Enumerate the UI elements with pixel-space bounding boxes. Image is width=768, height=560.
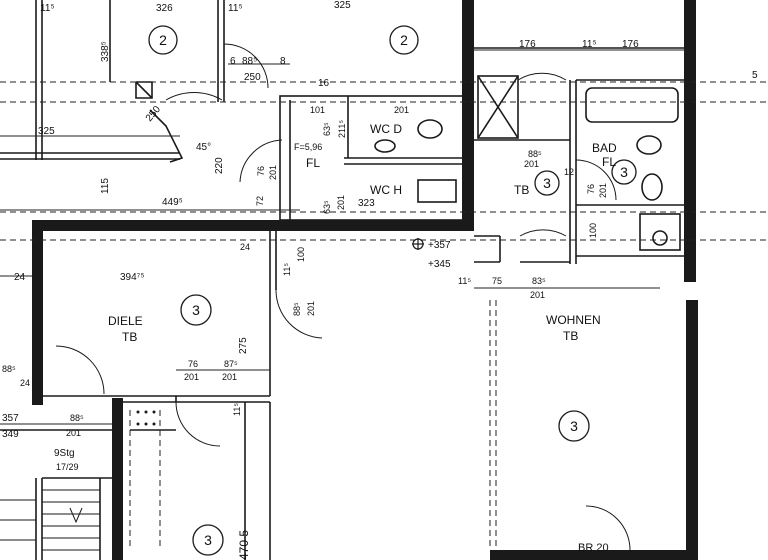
margin-5: 5 [752,70,758,81]
dim-88-5-d: 88⁵ [70,413,84,423]
category-bottom: 3 [204,532,212,548]
dim-88-5-bad: 88⁵ [528,149,542,159]
category-top-left: 2 [159,32,167,48]
dim-326: 326 [156,3,173,14]
dim-325-top: 325 [334,0,351,11]
dim-349: 349 [2,429,19,440]
dim-220: 220 [214,157,225,174]
dim-63-5: 63⁵ [322,122,332,136]
room-label-tb: TB [514,183,529,197]
elevation-marker [412,238,424,250]
dim-17-29: 17/29 [56,462,79,472]
thick-walls [32,0,698,560]
dim-101: 101 [310,105,325,115]
dim-76-bad: 76 [586,184,596,194]
dim-201-bad2: 201 [598,183,608,198]
dim-24-b: 24 [14,272,26,283]
dim-338: 338⁵ [100,41,111,62]
room-label-wc-d: WC D [370,122,402,136]
dim-88-5-top: 88⁵ [242,56,257,67]
room-sub-diele: TB [122,330,137,344]
dim-201-bad: 201 [524,159,539,169]
dim-201-e: 201 [306,301,316,316]
dim-250-top: 250 [244,72,261,83]
dim-176-b: 176 [622,39,639,50]
dim-8: 8 [280,56,286,67]
fixture-dots [136,410,156,426]
dim-87-5: 87⁵ [224,359,238,369]
dashed-lines [0,81,768,550]
dim-357: 357 [2,413,19,424]
room-label-fl: FL [306,156,320,170]
dim-76-b: 76 [188,359,198,369]
dim-83-5: 83⁵ [532,276,546,286]
room-label-bad: BAD [592,141,617,155]
category-top-mid: 2 [400,32,408,48]
dim-11-5-b: 11⁵ [228,3,243,14]
dim-201-f: 201 [184,372,199,382]
dim-201-d: 201 [530,290,545,300]
room-labels: DIELE TB WOHNEN TB BAD FL WC D WC H FL F… [108,122,617,554]
category-diele: 3 [192,302,200,318]
room-label-wohnen: WOHNEN [546,313,601,327]
dim-449: 449⁵ [162,197,183,208]
dim-115: 115 [100,178,111,194]
room-sub-bad: FL [602,155,616,169]
room-label-br: BR 20 [578,542,609,554]
thin-walls [0,0,686,560]
dim-11-5-c: 11⁵ [582,39,597,50]
dim-201-b: 201 [268,165,278,180]
dim-75: 75 [492,276,502,286]
dim-11-5-f: 11⁵ [232,403,242,416]
dim-11-5-d: 11⁵ [282,263,292,276]
elevation-345: +345 [428,259,451,270]
dim-201-g: 201 [222,372,237,382]
dim-11-5-a: 11⁵ [40,3,55,14]
door-swings [55,43,631,551]
dim-201-a: 201 [394,105,409,115]
dim-323: 323 [358,198,375,209]
dim-72: 72 [255,196,265,206]
dim-100-bad: 100 [588,223,598,238]
dim-470: 470 5 [237,530,251,560]
room-label-diele: DIELE [108,314,143,328]
dim-11-5-e: 11⁵ [458,276,471,286]
dim-176-a: 176 [519,39,536,50]
room-category-numbers: 2 2 3 3 3 3 3 [159,32,628,548]
dim-100: 100 [296,247,306,262]
category-bad: 3 [620,164,628,180]
dim-211-5: 211⁵ [337,120,347,138]
dim-24-a: 24 [240,242,250,252]
dim-12: 12 [564,167,574,177]
room-label-wc-h: WC H [370,183,402,197]
dim-16: 16 [318,78,330,89]
dim-325: 325 [38,126,55,137]
room-sub-wohnen: TB [563,329,578,343]
dim-275: 275 [238,337,249,354]
elevation-357: +357 [428,240,451,251]
dim-88-5-e: 88⁵ [2,364,16,374]
room-markers [148,25,637,556]
room-area-fl: F=5,96 [294,142,322,152]
dim-6: 6 [230,56,236,67]
dim-76-a: 76 [256,166,266,176]
category-wohnen: 3 [570,418,578,434]
dim-88-5-c: 88⁵ [292,302,302,316]
category-tb: 3 [543,175,551,191]
dimension-lines [0,49,686,425]
stairs [0,489,100,551]
dim-201-c: 201 [336,195,346,210]
dim-63-5-b: 63⁵ [322,200,332,214]
dim-24-c: 24 [20,378,30,388]
dim-9stg: 9Stg [54,448,75,459]
dim-201-h: 201 [66,428,81,438]
dim-45: 45° [196,142,211,153]
dim-394: 394⁷⁵ [120,272,144,283]
